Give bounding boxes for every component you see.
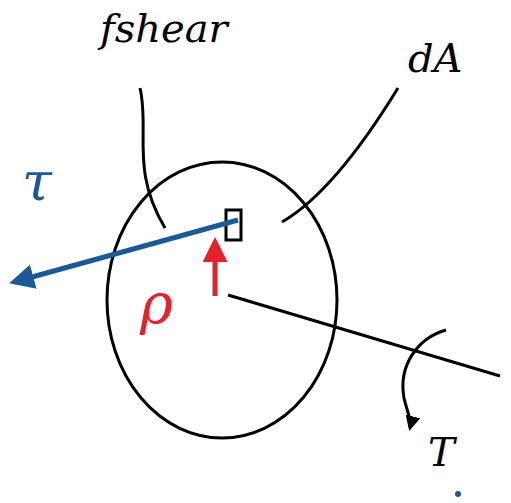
shaft-section bbox=[107, 162, 337, 438]
torque-label: T bbox=[428, 432, 455, 472]
dot bbox=[455, 491, 461, 497]
force-label: fshear bbox=[100, 8, 228, 48]
shaft-axis bbox=[228, 295, 500, 376]
leader-line bbox=[140, 88, 165, 228]
stress-label: τ bbox=[22, 155, 52, 209]
shear-stress-arrow bbox=[14, 220, 238, 282]
torque-arrow bbox=[403, 330, 446, 428]
area-label: dA bbox=[408, 38, 463, 78]
leader-line bbox=[282, 88, 398, 222]
radius-label: ρ bbox=[140, 276, 173, 332]
radius-arrow bbox=[213, 242, 218, 296]
